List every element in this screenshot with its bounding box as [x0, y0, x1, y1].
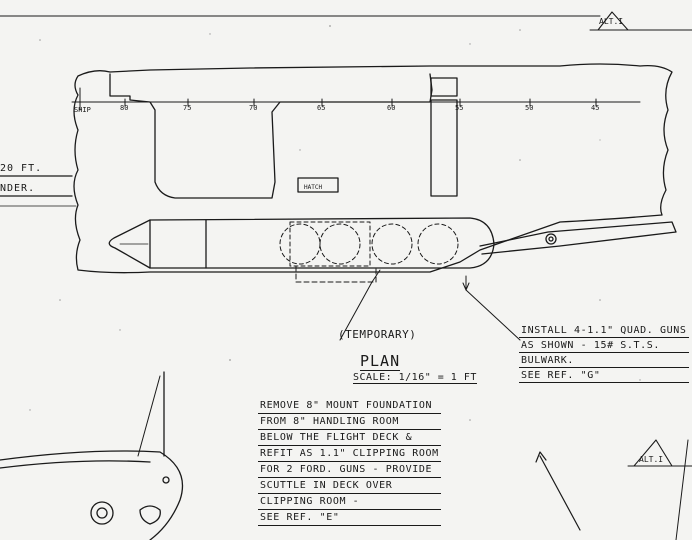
lower-fitting-1 [90, 501, 114, 525]
boom-pivot [545, 233, 557, 245]
install-note-line-4: SEE REF. "G" [519, 368, 689, 383]
plan-title: PLAN [360, 352, 401, 371]
remove-note-line-2: FROM 8" HANDLING ROOM [258, 414, 441, 430]
plan-scale: SCALE: 1/16" = 1 FT [353, 372, 477, 384]
frame-label-55: 55 [455, 104, 463, 112]
detail-arrow [539, 455, 581, 531]
lower-hull-deck [0, 460, 151, 469]
hatch-box [297, 177, 339, 193]
install-note-line-3: BULWARK. [519, 353, 689, 368]
frame-label-80: 80 [120, 104, 128, 112]
remove-note-line-7: CLIPPING ROOM - [258, 494, 441, 510]
install-guns-note: INSTALL 4-1.1" QUAD. GUNS AS SHOWN - 15#… [519, 323, 689, 383]
quad-gun-mounts [279, 221, 459, 267]
frame-ticks [124, 98, 597, 107]
ship-label: SHIP [74, 106, 91, 114]
revision-tag-bottom: ALT.I [639, 455, 664, 464]
install-note-line-2: AS SHOWN - 15# S.T.S. [519, 338, 689, 353]
plan-title-text: PLAN [360, 352, 401, 371]
leader-remove [339, 269, 381, 341]
boom-arm [479, 221, 677, 255]
remove-mount-note: REMOVE 8" MOUNT FOUNDATION FROM 8" HANDL… [258, 398, 441, 526]
frame-label-65: 65 [317, 104, 325, 112]
plan-subtitle: (TEMPORARY) [338, 328, 417, 341]
plan-scale-text: SCALE: 1/16" = 1 FT [353, 372, 477, 384]
frame-label-70: 70 [249, 104, 257, 112]
frame-label-50: 50 [525, 104, 533, 112]
left-partial-label-2: NDER. [0, 183, 36, 194]
mast-stay [137, 375, 161, 457]
leader-install-arrow [462, 282, 470, 291]
frame-label-75: 75 [183, 104, 191, 112]
lower-hull-curve [0, 450, 184, 540]
leader-install [465, 275, 521, 341]
right-edge-line [675, 439, 689, 540]
left-partial-label-1: 20 FT. [0, 163, 43, 174]
revision-tag-top: ALT.I [599, 17, 624, 26]
remove-note-line-4: REFIT AS 1.1" CLIPPING ROOM [258, 446, 441, 462]
clipping-room-dashed [295, 265, 377, 283]
frame-labels: SHIP 80 75 70 65 60 55 50 45 [74, 104, 599, 114]
remove-note-line-3: BELOW THE FLIGHT DECK & [258, 430, 441, 446]
remove-note-line-5: FOR 2 FORD. GUNS - PROVIDE [258, 462, 441, 478]
frame-label-60: 60 [387, 104, 395, 112]
paper-speckles [29, 25, 641, 421]
remove-note-line-8: SEE REF. "E" [258, 510, 441, 526]
detail-arrowhead [535, 451, 547, 463]
hatch-label: HATCH [304, 184, 323, 191]
remove-note-line-1: REMOVE 8" MOUNT FOUNDATION [258, 398, 441, 414]
deck-outline [73, 63, 673, 274]
remove-note-line-6: SCUTTLE IN DECK OVER [258, 478, 441, 494]
lower-fitting-2 [139, 505, 161, 525]
gun-tub-outline [108, 217, 495, 269]
install-note-line-1: INSTALL 4-1.1" QUAD. GUNS [519, 325, 689, 338]
handling-room-outline [109, 73, 433, 199]
frame-55-box-tall [430, 99, 458, 197]
frame-55-box-top [430, 77, 458, 97]
frame-label-45: 45 [591, 104, 599, 112]
